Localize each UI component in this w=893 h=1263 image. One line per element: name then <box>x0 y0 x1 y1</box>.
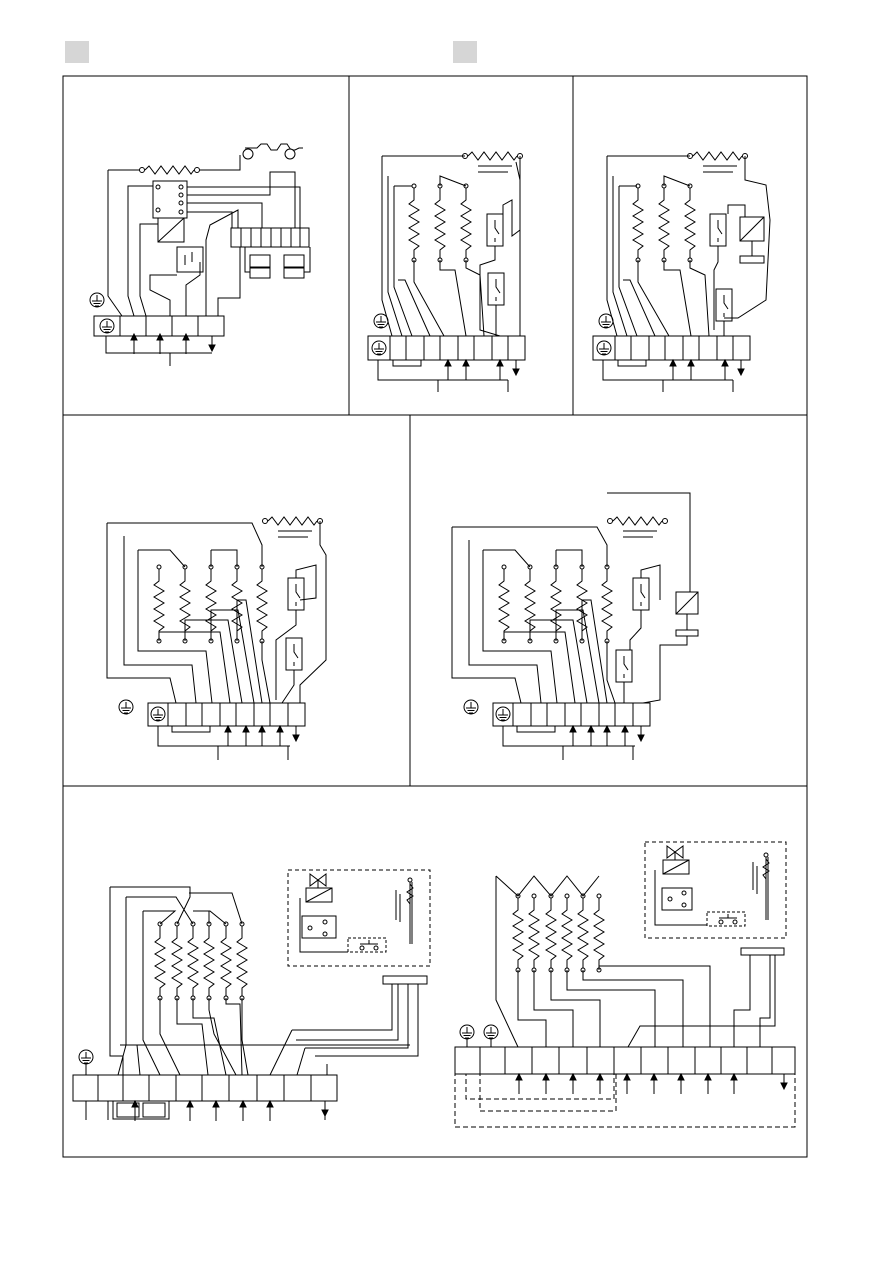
panel-top-right <box>593 152 770 392</box>
panel-bottom-left <box>73 870 430 1121</box>
panel-top-middle <box>368 152 525 392</box>
panel-middle-right <box>452 493 698 760</box>
panel-bottom-right <box>455 842 795 1127</box>
panel-middle-left <box>107 517 326 760</box>
panel-frames <box>63 76 807 1157</box>
panel-top-left <box>90 144 310 366</box>
